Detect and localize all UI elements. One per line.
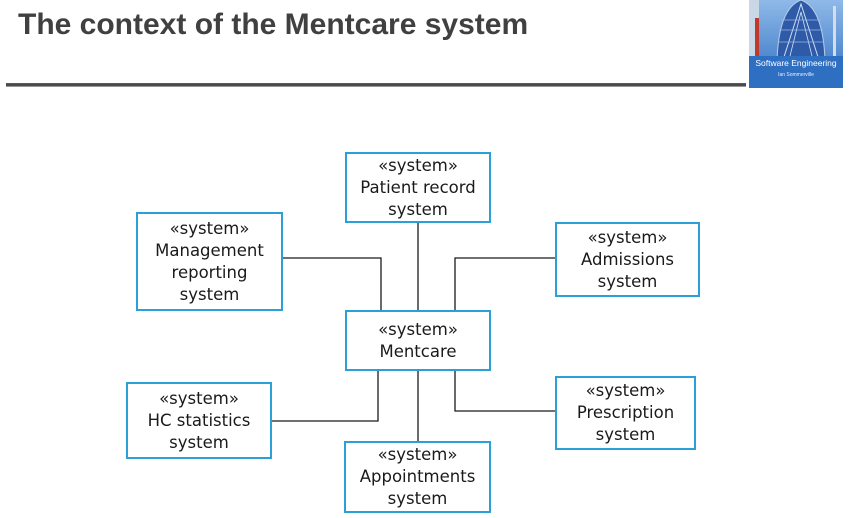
book-cover-thumbnail: Software Engineering Ian Sommerville bbox=[749, 0, 843, 88]
node-label: Management bbox=[155, 240, 264, 260]
node-stereotype: «system» bbox=[378, 155, 458, 175]
node-label: Mentcare bbox=[379, 341, 457, 361]
node-label: Patient record bbox=[360, 177, 476, 197]
node-stereotype: «system» bbox=[587, 227, 668, 247]
management-reporting-system-node: «system» Management reporting system bbox=[136, 212, 283, 311]
node-label: reporting bbox=[171, 262, 248, 282]
cover-title: Software Engineering bbox=[755, 58, 837, 68]
cover-art bbox=[749, 0, 843, 88]
node-label: system bbox=[169, 432, 229, 452]
node-label: system bbox=[387, 489, 448, 508]
node-label: system bbox=[388, 199, 448, 219]
page-title: The context of the Mentcare system bbox=[18, 8, 529, 41]
node-stereotype: «system» bbox=[169, 218, 250, 238]
admissions-system-node: «system» Admissions system bbox=[555, 222, 700, 297]
patient-record-system-node: «system» Patient record system bbox=[345, 152, 491, 223]
hc-statistics-system-node: «system» HC statistics system bbox=[126, 382, 272, 459]
appointments-system-node: «system» Appointments system bbox=[344, 441, 491, 513]
node-stereotype: «system» bbox=[377, 445, 458, 464]
node-label: Prescription bbox=[576, 403, 675, 422]
node-label: system bbox=[595, 425, 656, 444]
edge-admissions bbox=[454, 257, 556, 311]
node-label: system bbox=[597, 271, 658, 291]
edge-hc-statistics bbox=[271, 370, 379, 422]
node-label: Appointments bbox=[359, 467, 476, 486]
edge-prescription bbox=[454, 370, 556, 412]
cover-author: Ian Sommerville bbox=[778, 72, 814, 78]
node-label: system bbox=[179, 284, 240, 304]
edge-management-reporting bbox=[282, 257, 382, 311]
node-stereotype: «system» bbox=[159, 388, 239, 408]
node-label: Admissions bbox=[580, 249, 675, 269]
node-stereotype: «system» bbox=[378, 319, 458, 339]
node-stereotype: «system» bbox=[585, 381, 666, 400]
node-label: HC statistics bbox=[147, 410, 251, 430]
title-divider bbox=[6, 83, 746, 87]
mentcare-system-node: «system» Mentcare bbox=[345, 310, 491, 371]
prescription-system-node: «system» Prescription system bbox=[555, 376, 696, 450]
